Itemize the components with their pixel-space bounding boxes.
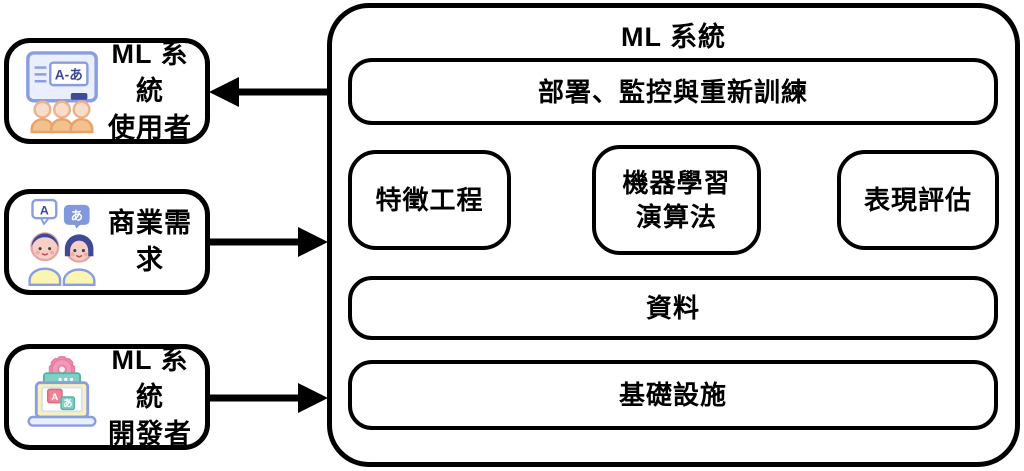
box-label: 表現評估: [863, 185, 972, 215]
node-label: ML 系統 使用者: [103, 36, 197, 147]
box-label: 特徵工程: [375, 185, 484, 215]
node-ml-system-developers: A あ ML 系統 開發者: [4, 344, 210, 450]
box-deploy-monitor-retrain: 部署、監控與重新訓練: [348, 58, 998, 125]
bubble-left-text: A: [40, 203, 49, 217]
node-label-line2: 開發者: [108, 418, 192, 449]
node-ml-system-users: A-あ ML 系統 使用者: [4, 38, 210, 144]
box-performance-evaluation: 表現評估: [837, 150, 999, 250]
ml-system-container: ML 系統 部署、監控與重新訓練 特徵工程 機器學習 演算法 表現評估 資料 基…: [327, 3, 1020, 467]
laptop-box-left-text: A: [51, 392, 58, 403]
box-ml-algorithm: 機器學習 演算法: [592, 145, 761, 255]
box-feature-engineering: 特徵工程: [348, 150, 511, 250]
developer-laptop-icon: A あ: [21, 354, 103, 440]
node-label-line2: 使用者: [108, 112, 192, 143]
box-label-line2: 演算法: [635, 202, 717, 232]
node-label: 商業需求: [103, 205, 197, 279]
ml-system-title: ML 系統: [621, 22, 726, 52]
node-label-line1: 商業需求: [108, 208, 192, 275]
box-label-line1: 機器學習: [622, 168, 731, 198]
laptop-box-right-text: あ: [63, 398, 73, 410]
box-label: 資料: [645, 293, 700, 323]
people-conversation-icon: A あ: [21, 197, 103, 287]
box-data: 資料: [348, 276, 998, 340]
board-text: A-あ: [55, 67, 83, 82]
node-label-line1: ML 系統: [111, 344, 189, 412]
node-business-needs: A あ 商業需求: [4, 189, 210, 295]
box-infrastructure: 基礎設施: [348, 360, 998, 430]
bubble-right-text: あ: [71, 209, 83, 223]
box-label: 基礎設施: [618, 380, 727, 410]
node-label: ML 系統 開發者: [103, 342, 197, 453]
classroom-presentation-icon: A-あ: [21, 47, 103, 135]
node-label-line1: ML 系統: [111, 38, 189, 106]
box-label: 部署、監控與重新訓練: [537, 76, 808, 107]
